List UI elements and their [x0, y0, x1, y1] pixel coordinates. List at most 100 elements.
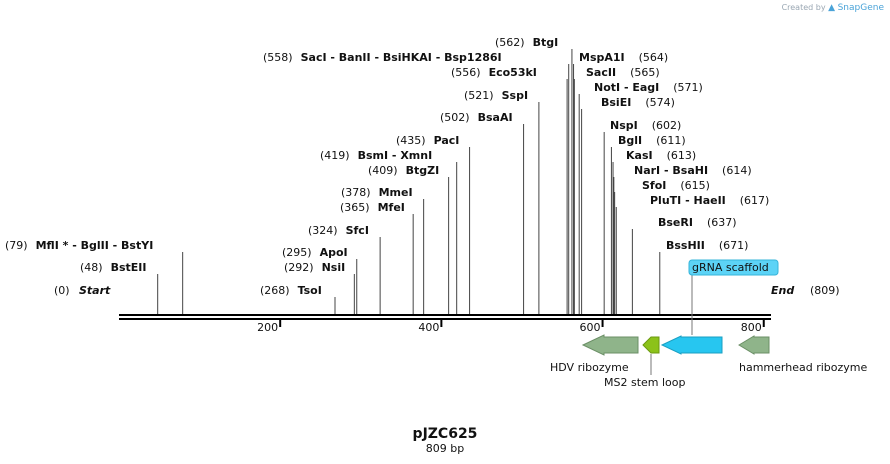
site-position: (502)	[440, 111, 470, 124]
site-502: (502) BsaAI	[440, 111, 525, 314]
site-label-614: NarI - BsaHI(614)	[634, 164, 752, 177]
site-562: (562) BtgI	[495, 36, 573, 314]
grna-scaffold-label-box	[688, 259, 779, 276]
feature-grna-scaffold: gRNA scaffold	[660, 259, 779, 355]
enzyme-name: SacI	[301, 51, 327, 64]
site-label-615: SfoI(615)	[642, 179, 710, 192]
site-position: (324)	[308, 224, 338, 237]
site-label-48: (48) BstEII	[80, 261, 146, 274]
site-295: (295) ApoI	[282, 246, 358, 314]
enzyme-name: - BstYI	[109, 239, 153, 252]
site-position: (435)	[396, 134, 426, 147]
hdv-ribozyme-label: HDV ribozyme	[550, 361, 629, 374]
enzyme-name: Eco53kI	[489, 66, 537, 79]
site-571: NotI - EagI(571)	[578, 81, 703, 314]
site-671: BssHII (671)	[659, 239, 748, 314]
site-position: (562)	[495, 36, 525, 49]
enzyme-name: ApoI	[320, 246, 348, 259]
site-position: (574)	[645, 96, 675, 109]
enzyme-name: NsiI	[322, 261, 346, 274]
site-label-671: BssHII (671)	[666, 239, 748, 252]
end-position: (809)	[810, 284, 840, 297]
enzyme-name: BglI	[618, 134, 642, 147]
site-324: (324)SfcI	[308, 224, 381, 314]
snapgene-credit: Created by ▲ SnapGene	[782, 3, 884, 13]
enzyme-name: SacII	[586, 66, 616, 79]
site-268: (268)TsoI	[260, 284, 336, 314]
enzyme-name: BtgI	[533, 36, 559, 49]
enzyme-name: MfeI	[378, 201, 405, 214]
site-label-556: (556)Eco53kI	[451, 66, 537, 79]
enzyme-name: TsoI	[298, 284, 322, 297]
site-602: NspI(602)	[603, 119, 681, 314]
enzyme-name: - BglII	[68, 239, 108, 252]
enzyme-name: MspA1I	[579, 51, 625, 64]
enzyme-name: MmeI	[379, 186, 413, 199]
site-556: (556)Eco53kI	[451, 66, 568, 314]
site-label-617: PluTI - HaeII(617)	[650, 194, 769, 207]
site-378: (378)MmeI	[341, 186, 425, 314]
hammerhead-ribozyme-arrow	[738, 335, 770, 355]
enzyme-name: SspI	[502, 89, 528, 102]
site-position: (365)	[340, 201, 370, 214]
enzyme-name: BstEII	[111, 261, 147, 274]
site-label-564: MspA1I(564)	[579, 51, 668, 64]
enzyme-name: PluTI	[650, 194, 681, 207]
end-label: End	[771, 284, 794, 297]
enzyme-name: - EagI	[620, 81, 659, 94]
site-label-79: (79) MflI * - BglII - BstYI	[5, 239, 153, 252]
site-611: BglI (611)	[610, 134, 686, 314]
enzyme-name: NarI	[634, 164, 660, 177]
site-409: (409)BtgZI	[368, 164, 450, 314]
site-label-324: (324)SfcI	[308, 224, 369, 237]
site-position: (295)	[282, 246, 312, 259]
site-label-409: (409)BtgZI	[368, 164, 439, 177]
enzyme-name: MflI *	[36, 239, 69, 252]
site-574: BsiEI (574)	[581, 96, 675, 314]
site-558: (558)SacI - BanII - BsiHKAI - Bsp1286I	[263, 51, 570, 314]
site-label-637: BseRI (637)	[658, 216, 737, 229]
site-position: (611)	[656, 134, 686, 147]
site-label-295: (295) ApoI	[282, 246, 348, 259]
site-position: (79)	[5, 239, 28, 252]
site-614: NarI - BsaHI(614)	[613, 164, 752, 314]
site-label-435: (435)PacI	[396, 134, 459, 147]
ms2-stem-loop-label: MS2 stem loop	[604, 376, 686, 389]
site-label-502: (502) BsaAI	[440, 111, 513, 124]
enzyme-name: - BanII	[327, 51, 371, 64]
site-position: (419)	[320, 149, 350, 162]
enzyme-name: BsaAI	[478, 111, 513, 124]
site-position: (409)	[368, 164, 398, 177]
site-292: (292)NsiI	[284, 261, 355, 314]
site-label-365: (365) MfeI	[340, 201, 405, 214]
enzyme-name: - XmnI	[388, 149, 432, 162]
enzyme-name: - BsaHI	[660, 164, 708, 177]
site-position: (571)	[673, 81, 703, 94]
site-position: (671)	[719, 239, 749, 252]
enzyme-name: BssHII	[666, 239, 705, 252]
site-365: (365) MfeI	[340, 201, 414, 314]
site-position: (617)	[740, 194, 770, 207]
site-label-613: KasI(613)	[626, 149, 696, 162]
axis-tick-label-800: 800	[741, 321, 762, 334]
enzyme-name: - BsiHKAI	[371, 51, 432, 64]
site-position: (48)	[80, 261, 103, 274]
start-position: (0)	[54, 284, 70, 297]
enzyme-name: BsiEI	[601, 96, 631, 109]
site-48: (48) BstEII	[80, 261, 159, 314]
site-label-419: (419)BsmI - XmnI	[320, 149, 432, 162]
site-label-558: (558)SacI - BanII - BsiHKAI - Bsp1286I	[263, 51, 502, 64]
restriction-sites: (79) MflI * - BglII - BstYI (48) BstEII (268…	[5, 36, 769, 314]
axis-tick-label-600: 600	[580, 321, 601, 334]
site-position: (613)	[667, 149, 697, 162]
snapgene-logo-icon: ▲	[828, 3, 836, 13]
start-label: Start	[79, 284, 111, 297]
site-position: (615)	[680, 179, 710, 192]
site-position: (637)	[707, 216, 737, 229]
site-label-268: (268)TsoI	[260, 284, 322, 297]
enzyme-name: BseRI	[658, 216, 693, 229]
feature-hdv-ribozyme: HDV ribozyme	[550, 334, 639, 374]
credit-prefix: Created by	[781, 3, 826, 12]
